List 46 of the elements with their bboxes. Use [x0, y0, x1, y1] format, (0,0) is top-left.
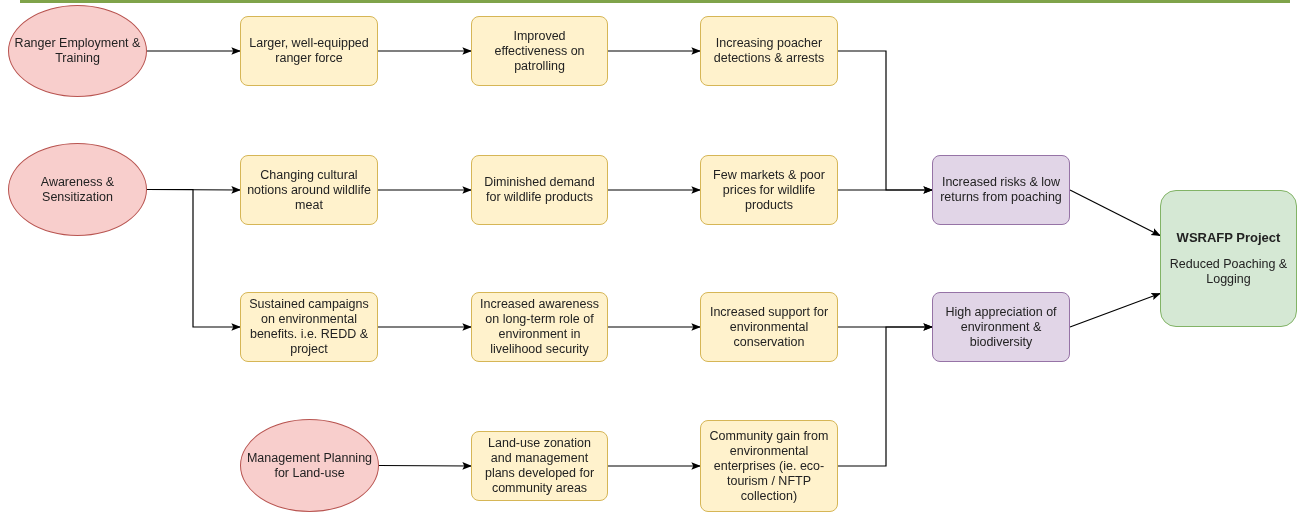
outcome-box [471, 292, 608, 362]
node-label: Diminished demand for wildlife products [483, 175, 596, 205]
arrow [1069, 292, 1161, 328]
arrow [607, 462, 701, 470]
node-label: Reduced Poaching & Logging [1168, 257, 1289, 287]
outcome-box [700, 420, 838, 512]
arrow [377, 47, 472, 55]
arrow [146, 47, 241, 55]
node-label: Increased risks & low returns from poaching [939, 175, 1063, 205]
arrow [377, 186, 472, 194]
arrow [607, 47, 701, 55]
goal-box [1160, 190, 1297, 327]
outcome-box [240, 16, 378, 86]
arrow [607, 186, 701, 194]
result-box [932, 155, 1070, 225]
outcome-box [700, 292, 838, 362]
node-label: Land-use zonation and management plans developed for community areas [483, 436, 596, 496]
node-label: Larger, well-equipped ranger force [248, 36, 370, 66]
outcome-box [471, 155, 608, 225]
node-label: WSRAFP Project [1176, 230, 1281, 245]
arrow [378, 462, 472, 470]
outcome-box [471, 16, 608, 86]
node-label: Sustained campaigns on environmental benefits. i.e. REDD & project [248, 297, 370, 357]
node-label: Awareness & Sensitization [39, 174, 116, 205]
arrow [146, 188, 241, 331]
arrow [607, 323, 701, 331]
result-box [932, 292, 1070, 362]
arrow [1069, 189, 1161, 237]
node-label: Increased awareness on long-term role of environment in livelihood security [479, 297, 600, 357]
outcome-box [471, 431, 608, 501]
node-label: Increased support for environmental conservation [708, 304, 830, 350]
outcome-box [700, 155, 838, 225]
outcome-box [240, 155, 378, 225]
node-label: Improved effectiveness on patrolling [493, 28, 586, 74]
node-label: High appreciation of environment & biodiversity [944, 304, 1058, 350]
node-label: Community gain from environmental enterprises (ie. eco-tourism / NFTP collection) [708, 428, 830, 504]
node-label: Management Planning for Land-use [245, 450, 374, 481]
node-label: Ranger Employment & Training [13, 36, 142, 66]
arrow [837, 186, 933, 194]
node-label: Increasing poacher detections & arrests [712, 36, 826, 66]
node-label: Changing cultural notions around wildlife meat [246, 167, 372, 213]
node-label: Few markets & poor prices for wildlife products [712, 167, 826, 213]
outcome-box [240, 292, 378, 362]
arrow [377, 323, 472, 331]
outcome-box [700, 16, 838, 86]
arrow [837, 323, 933, 467]
